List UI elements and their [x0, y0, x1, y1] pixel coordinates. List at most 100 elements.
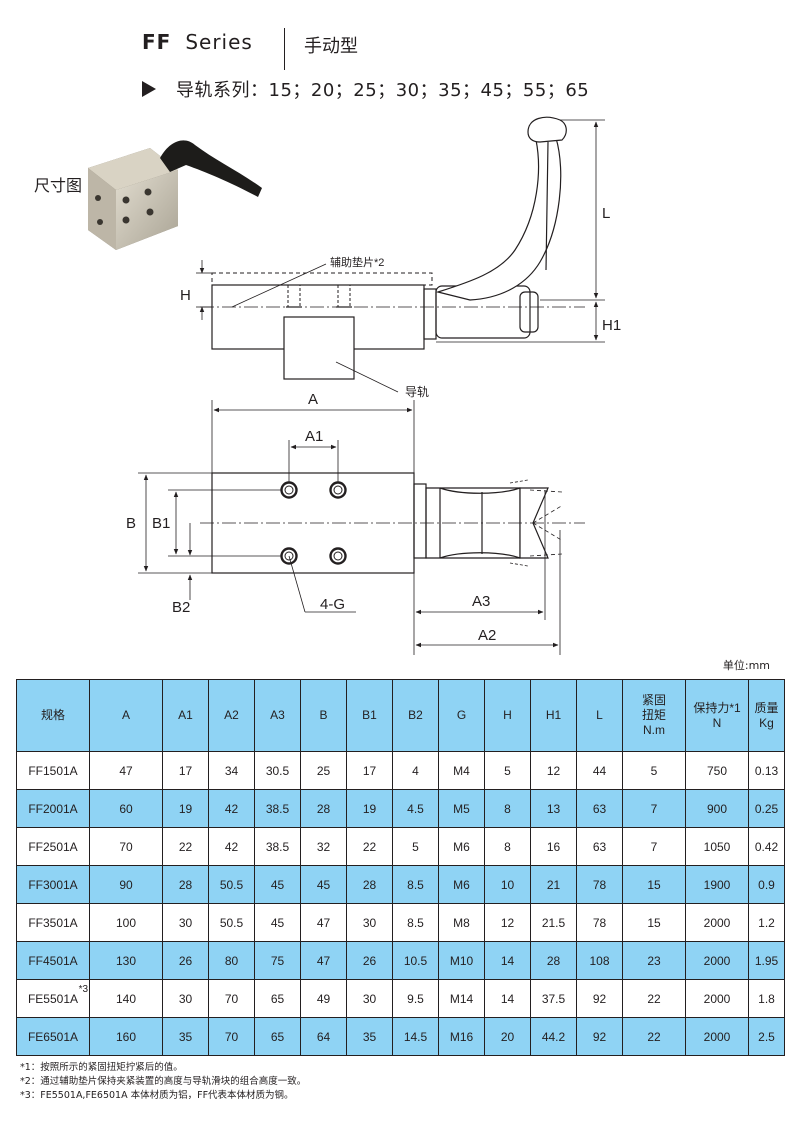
table-cell: 37.5: [530, 979, 577, 1018]
table-cell: 38.5: [254, 827, 301, 866]
label-H1: H1: [602, 317, 621, 334]
table-cell: 15: [622, 903, 686, 942]
table-cell: 15: [622, 865, 686, 904]
table-header-cell: H: [484, 679, 531, 752]
table-cell: 13: [530, 789, 577, 828]
table-header-cell: B1: [346, 679, 393, 752]
table-cell: 22: [162, 827, 209, 866]
title-divider: [284, 28, 285, 70]
table-cell: 38.5: [254, 789, 301, 828]
spec-name-with-note: FE5501A*3: [28, 984, 88, 1006]
product-photo: [88, 140, 262, 250]
table-header-cell: 保持力*1 N: [685, 679, 749, 752]
table-header-cell: 规格: [16, 679, 90, 752]
table-cell: 78: [576, 903, 623, 942]
table-cell: 30: [162, 903, 209, 942]
table-cell: 0.42: [748, 827, 785, 866]
table-header-cell: B: [300, 679, 347, 752]
table-cell: 4.5: [392, 789, 439, 828]
table-cell: 16: [530, 827, 577, 866]
table-cell: FF1501A: [16, 751, 90, 790]
table-cell: M10: [438, 941, 485, 980]
table-cell: 14.5: [392, 1017, 439, 1056]
footnote-2: *2：通过辅助垫片保持夹紧装置的高度与导轨滑块的组合高度一致。: [20, 1076, 307, 1087]
table-cell: 44: [576, 751, 623, 790]
table-cell: 5: [392, 827, 439, 866]
label-A3: A3: [472, 593, 490, 610]
table-cell: 80: [208, 941, 255, 980]
table-cell: 28: [346, 865, 393, 904]
table-cell: 30: [162, 979, 209, 1018]
table-cell: 47: [300, 903, 347, 942]
table-cell: 19: [162, 789, 209, 828]
table-cell: M16: [438, 1017, 485, 1056]
table-cell: M6: [438, 865, 485, 904]
table-cell: FF4501A: [16, 941, 90, 980]
table-header-cell: G: [438, 679, 485, 752]
label-B: B: [126, 515, 136, 532]
table-cell: 92: [576, 979, 623, 1018]
table-cell: M14: [438, 979, 485, 1018]
table-cell: 26: [346, 941, 393, 980]
table-cell: 0.9: [748, 865, 785, 904]
table-cell: 5: [622, 751, 686, 790]
table-cell: 22: [622, 1017, 686, 1056]
unit-note: 单位:mm: [722, 659, 770, 672]
table-cell: 8: [484, 827, 531, 866]
label-B2: B2: [172, 599, 190, 616]
table-cell: 140: [89, 979, 163, 1018]
table-cell: 49: [300, 979, 347, 1018]
table-header-cell: 质量 Kg: [748, 679, 785, 752]
table-cell: M6: [438, 827, 485, 866]
table-cell: 9.5: [392, 979, 439, 1018]
table-header-cell: A1: [162, 679, 209, 752]
table-cell: 30.5: [254, 751, 301, 790]
table-cell: M4: [438, 751, 485, 790]
table-cell: 10.5: [392, 941, 439, 980]
footnote-3: *3：FE5501A,FE6501A 本体材质为铝，FF代表本体材质为钢。: [20, 1090, 294, 1101]
table-header-cell: L: [576, 679, 623, 752]
label-A: A: [308, 391, 318, 408]
table-cell: 45: [300, 865, 347, 904]
table-cell: 900: [685, 789, 749, 828]
table-cell: 17: [346, 751, 393, 790]
table-cell: 60: [89, 789, 163, 828]
table-cell: 70: [89, 827, 163, 866]
table-cell: 4: [392, 751, 439, 790]
table-cell: 44.2: [530, 1017, 577, 1056]
table-cell: 92: [576, 1017, 623, 1056]
table-cell: 75: [254, 941, 301, 980]
table-cell: 47: [300, 941, 347, 980]
table-cell: 45: [254, 903, 301, 942]
table-cell: 50.5: [208, 903, 255, 942]
table-cell: 14: [484, 941, 531, 980]
table-cell: FF2001A: [16, 789, 90, 828]
table-cell: 1.95: [748, 941, 785, 980]
series-type: 手动型: [304, 36, 358, 57]
table-cell: 42: [208, 789, 255, 828]
table-cell: FE5501A*3: [16, 979, 90, 1018]
label-rail: 导轨: [405, 385, 429, 399]
table-cell: 78: [576, 865, 623, 904]
table-cell: 5: [484, 751, 531, 790]
dimension-drawing-title: 尺寸图: [34, 176, 83, 195]
table-cell: 108: [576, 941, 623, 980]
rail-series-line: 导轨系列：15；20；25；30；35；45；55；65: [142, 76, 589, 102]
table-cell: 750: [685, 751, 749, 790]
table-cell: 32: [300, 827, 347, 866]
table-cell: 2000: [685, 941, 749, 980]
table-cell: 28: [300, 789, 347, 828]
table-cell: 20: [484, 1017, 531, 1056]
table-cell: 70: [208, 979, 255, 1018]
table-cell: 34: [208, 751, 255, 790]
table-cell: 23: [622, 941, 686, 980]
table-cell: 160: [89, 1017, 163, 1056]
rail-series-text: 导轨系列：15；20；25；30；35；45；55；65: [176, 80, 590, 101]
table-cell: 14: [484, 979, 531, 1018]
table-cell: M5: [438, 789, 485, 828]
